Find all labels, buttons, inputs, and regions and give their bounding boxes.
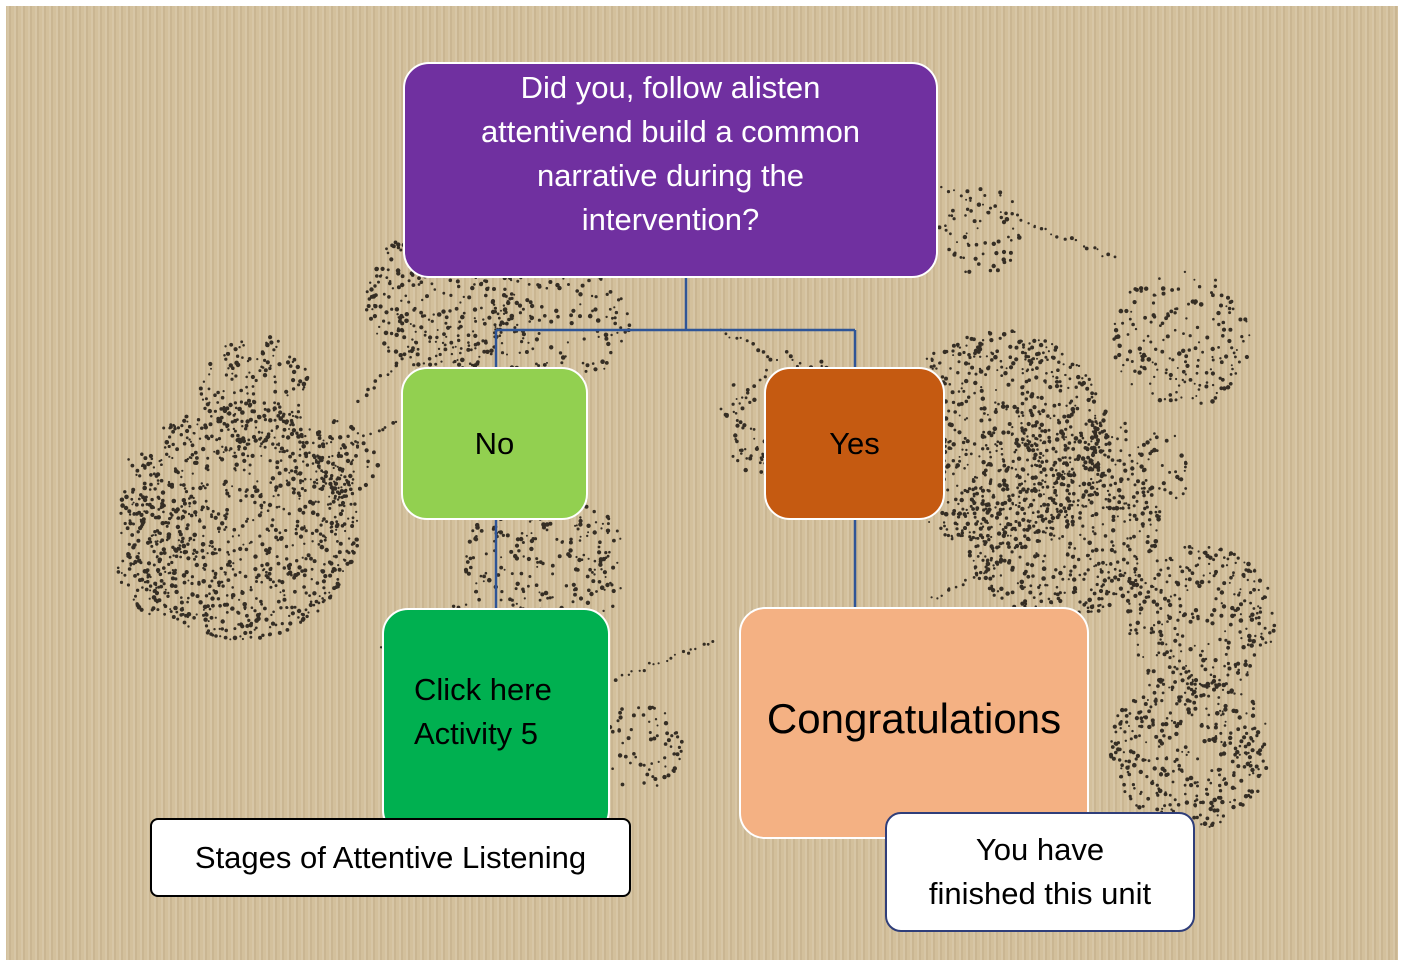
finished-label-text: You have finished this unit	[929, 828, 1151, 916]
question-text: Did you, follow alisten attentivend buil…	[481, 66, 860, 242]
activity-link-text[interactable]: Click here Activity 5	[414, 668, 552, 756]
activity-link-line[interactable]: Activity 5	[414, 716, 539, 751]
question-line: narrative during the	[536, 158, 805, 193]
no-answer-box: No	[401, 367, 588, 520]
yes-label: Yes	[829, 425, 880, 461]
activity-5-link-button[interactable]: Click here Activity 5	[382, 608, 610, 836]
question-line: attentivend build a common	[480, 114, 861, 149]
question-line: Did you, follow alisten	[520, 70, 821, 105]
congratulations-text: Congratulations	[766, 695, 1062, 742]
question-line: intervention?	[581, 202, 760, 237]
activity-link-line[interactable]: Click here	[414, 672, 552, 707]
congratulations-box: Congratulations	[739, 607, 1089, 839]
no-label: No	[474, 425, 515, 461]
question-box: Did you, follow alisten attentivend buil…	[403, 62, 938, 278]
yes-answer-box: Yes	[764, 367, 945, 520]
finished-label-line: You have	[975, 832, 1105, 867]
finished-label-line: finished this unit	[928, 876, 1152, 911]
stages-of-attentive-listening-label: Stages of Attentive Listening	[150, 818, 631, 897]
finished-unit-label: You have finished this unit	[885, 812, 1195, 932]
stages-label-text: Stages of Attentive Listening	[194, 839, 587, 875]
